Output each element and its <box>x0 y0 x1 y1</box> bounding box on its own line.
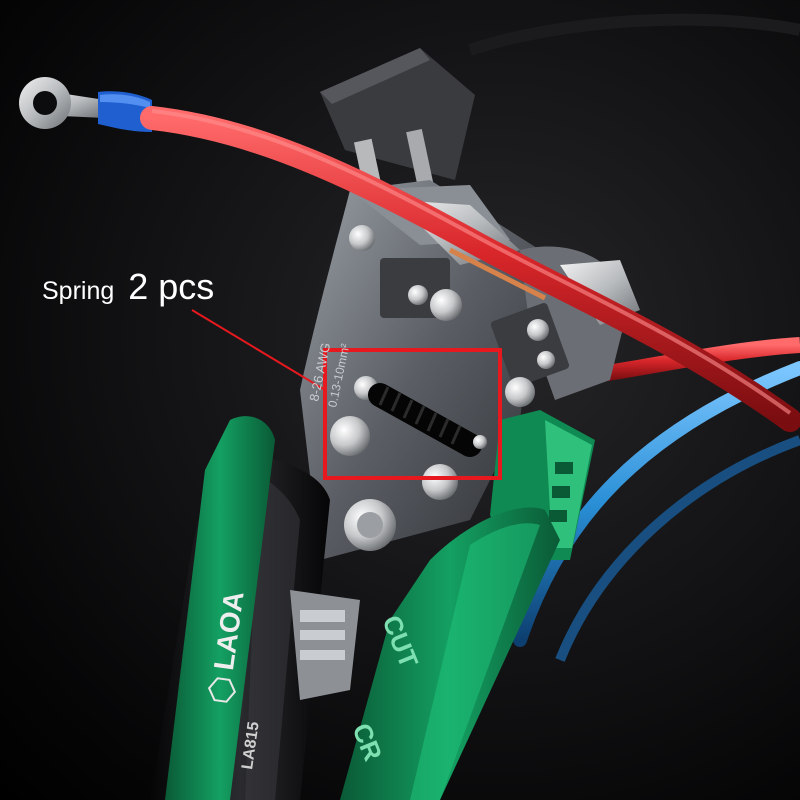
model-number: LA815 <box>239 721 263 771</box>
red-wire <box>140 106 800 432</box>
ring-terminal <box>19 77 152 132</box>
spring-highlight-box <box>323 348 502 480</box>
green-handle <box>165 416 560 800</box>
laoa-hexagon-logo-icon <box>207 677 237 703</box>
background-cable <box>468 13 800 56</box>
callout-pointer-line <box>191 309 326 391</box>
spring-callout: Spring 2 pcs <box>42 266 214 308</box>
spring <box>368 383 487 457</box>
callout-label: Spring <box>42 277 115 305</box>
blue-wire-2 <box>555 435 800 662</box>
power-plug <box>320 48 475 202</box>
crimp-jaws <box>290 590 360 700</box>
copper-wire <box>448 247 547 301</box>
callout-quantity: 2 pcs <box>128 266 215 307</box>
